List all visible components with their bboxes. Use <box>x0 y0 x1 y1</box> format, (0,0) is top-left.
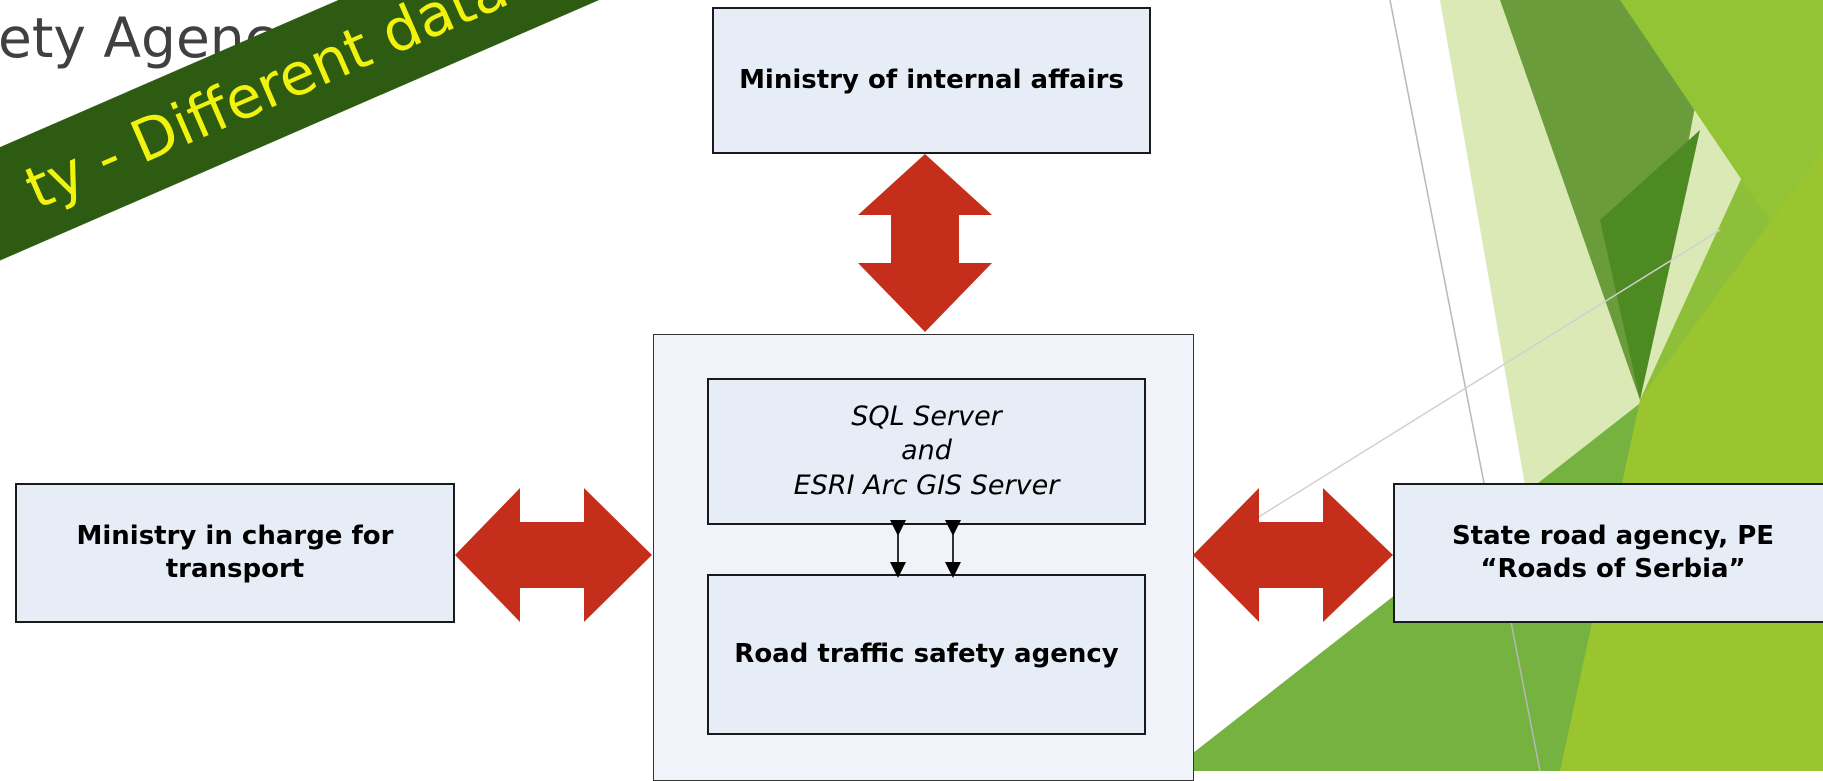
road-traffic-safety-agency-label: Road traffic safety agency <box>734 638 1119 669</box>
sql-server-line-3: ESRI Arc GIS Server <box>793 469 1060 501</box>
road-traffic-safety-agency-box: Road traffic safety agency <box>707 574 1146 735</box>
sql-server-box: SQL Server and ESRI Arc GIS Server <box>707 378 1146 525</box>
right-double-arrow <box>1193 488 1393 622</box>
left-double-arrow <box>455 488 652 622</box>
sql-server-line-2: and <box>901 435 952 467</box>
vertical-double-arrow <box>858 154 992 332</box>
state-road-agency-box: State road agency, PE “Roads of Serbia” <box>1393 483 1823 623</box>
ministry-transport-label: Ministry in charge for transport <box>76 520 394 584</box>
ministry-transport-box: Ministry in charge for transport <box>15 483 455 623</box>
ministry-internal-affairs-label: Ministry of internal affairs <box>739 64 1124 95</box>
ministry-internal-affairs-box: Ministry of internal affairs <box>712 7 1151 154</box>
sql-server-line-1: SQL Server <box>851 401 1002 433</box>
state-road-agency-label: State road agency, PE “Roads of Serbia” <box>1451 520 1775 584</box>
